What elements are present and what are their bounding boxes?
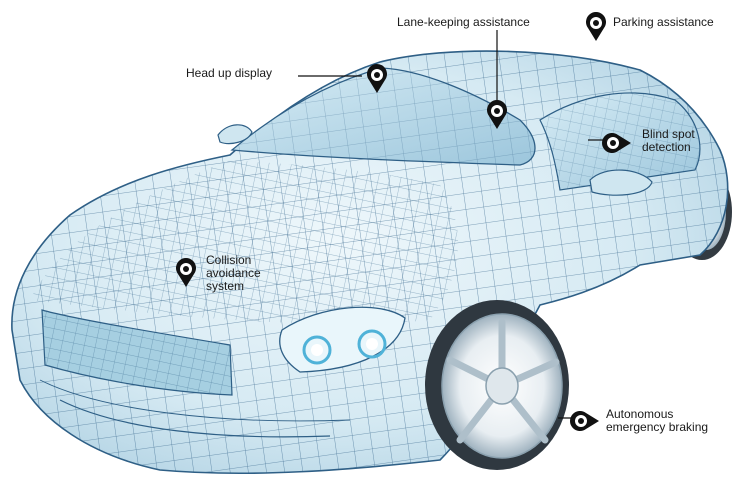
label-line: Blind spot [642, 127, 695, 141]
label-lane-keeping: Lane-keeping assistance [397, 15, 530, 29]
label-line: avoidance [206, 266, 261, 280]
label-autonomous-emergency-braking: Autonomous emergency braking [606, 408, 708, 434]
headlight [279, 306, 406, 373]
label-line: emergency braking [606, 420, 709, 434]
label-line: Collision [206, 253, 252, 267]
label-line: system [206, 279, 245, 293]
location-pin-icon [176, 258, 196, 287]
label-line: detection [642, 140, 691, 154]
location-pin-icon [586, 12, 606, 41]
side-mirror [589, 169, 653, 196]
label-collision-avoidance: Collision avoidance system [206, 254, 261, 293]
location-pin-icon [602, 133, 631, 153]
label-parking-assistance: Parking assistance [613, 15, 714, 29]
label-head-up-display: Head up display [186, 66, 273, 80]
label-line: Autonomous [606, 407, 674, 421]
location-pin-icon [570, 411, 599, 431]
location-pin-icon [487, 100, 507, 129]
front-wheel [425, 300, 569, 470]
left-mirror [217, 124, 253, 145]
location-pin-icon [367, 64, 387, 93]
label-blind-spot-detection: Blind spot detection [642, 128, 695, 154]
front-grille [41, 309, 233, 396]
